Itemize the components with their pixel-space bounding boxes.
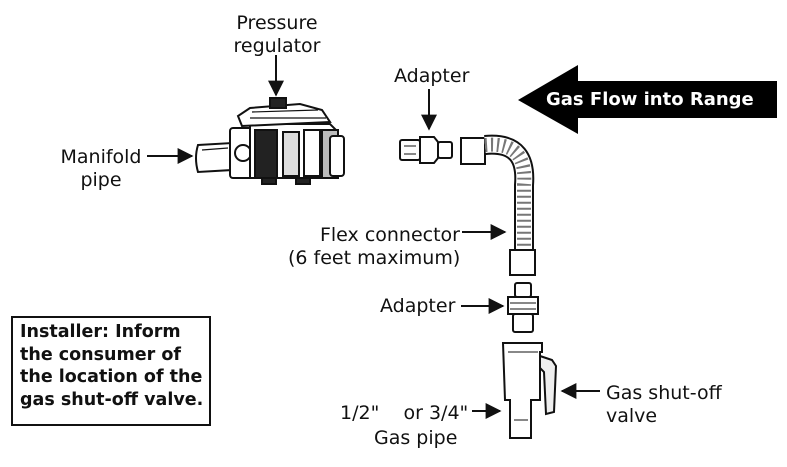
installer-note-line4: gas shut-off valve. [20,389,204,410]
label-arrows [147,55,600,419]
flex-connector-label-line1: Flex connector [319,224,460,246]
installer-note-line3: the location of the [20,367,203,387]
adapter-top-drawing [399,136,453,164]
pressure-regulator-label-line1: Pressure [236,12,318,34]
flex-connector-drawing [460,134,536,276]
gas-pipe-label: Gas pipe [374,427,458,449]
manifold-pipe-label-line1: Manifold [60,146,142,168]
installer-note-line2: the consumer of [20,344,181,365]
gas-flow-arrow [518,65,777,134]
gas-flow-label: Gas Flow into Range [546,89,754,110]
pressure-regulator-label-line2: regulator [233,35,321,57]
pressure-regulator-label: Pressure regulator [222,12,332,58]
adapter-top-label: Adapter [394,65,470,87]
pressure-regulator-drawing [195,97,345,185]
adapter-mid-drawing [507,282,539,333]
adapter-mid-label: Adapter [380,295,456,317]
installer-note-line1: Installer: Inform [20,322,181,342]
shutoff-valve-label-line2: valve [606,405,658,427]
manifold-pipe-label: Manifold pipe [55,146,147,192]
installer-note-box: Installer: Inform the consumer of the lo… [11,316,211,426]
flex-connector-label: Flex connector (6 feet maximum) [288,224,460,270]
flex-connector-label-line2: (6 feet maximum) [288,247,461,269]
shutoff-valve-label: Gas shut-off valve [606,382,722,428]
shutoff-valve-drawing [501,342,558,439]
gas-pipe-size-label: 1/2" or 3/4" [340,402,469,424]
shutoff-valve-label-line1: Gas shut-off [606,382,722,404]
manifold-pipe-label-line2: pipe [80,169,122,191]
